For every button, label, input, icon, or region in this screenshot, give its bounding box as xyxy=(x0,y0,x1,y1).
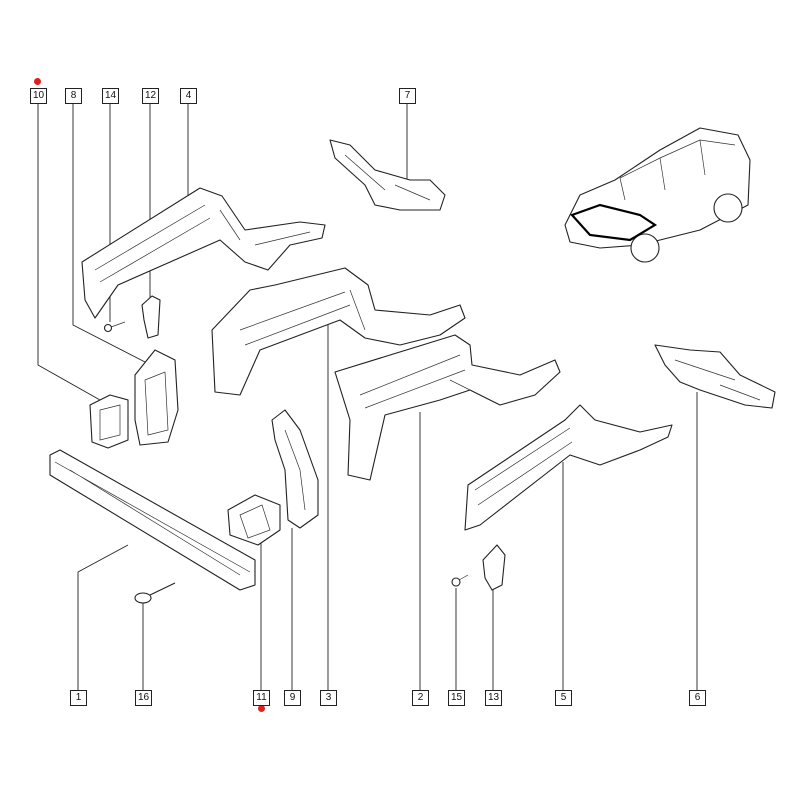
callout-16[interactable]: 16 xyxy=(135,690,152,706)
part-2-side-member xyxy=(334,334,561,481)
callout-14[interactable]: 14 xyxy=(102,88,119,104)
leader-10 xyxy=(37,103,101,401)
leader-8 xyxy=(72,103,146,363)
part-1-bumper-beam xyxy=(49,449,256,591)
callout-7[interactable]: 7 xyxy=(399,88,416,104)
part-9-bracket xyxy=(271,409,319,529)
callout-6[interactable]: 6 xyxy=(689,690,706,706)
callout-11[interactable]: 11 xyxy=(253,690,270,706)
callout-9[interactable]: 9 xyxy=(284,690,301,706)
part-10-bracket xyxy=(89,394,129,449)
part-14-screw xyxy=(103,321,126,333)
leader-lines xyxy=(37,103,698,690)
part-13-clip xyxy=(482,544,506,591)
part-16-tow-hook xyxy=(134,582,176,604)
part-11-crash-box xyxy=(227,494,281,546)
part-15-screw xyxy=(451,574,469,587)
callout-15[interactable]: 15 xyxy=(448,690,465,706)
part-3-side-member xyxy=(211,267,466,396)
callout-12[interactable]: 12 xyxy=(142,88,159,104)
callout-13[interactable]: 13 xyxy=(485,690,502,706)
callout-3[interactable]: 3 xyxy=(320,690,337,706)
callout-8[interactable]: 8 xyxy=(65,88,82,104)
part-7-bracket xyxy=(329,139,446,211)
callout-10[interactable]: 10 xyxy=(30,88,47,104)
red-marker-bottom xyxy=(258,705,265,712)
part-6-bracket xyxy=(654,344,776,409)
red-marker-top xyxy=(34,78,41,85)
part-8-bracket xyxy=(134,349,179,446)
leader-1 xyxy=(77,544,129,690)
callout-1[interactable]: 1 xyxy=(70,690,87,706)
part-5-rail xyxy=(464,404,673,531)
part-4-upper-rail xyxy=(81,187,326,319)
callout-4[interactable]: 4 xyxy=(180,88,197,104)
callout-2[interactable]: 2 xyxy=(412,690,429,706)
callout-5[interactable]: 5 xyxy=(555,690,572,706)
part-12-clip xyxy=(141,295,161,339)
vehicle-illustration xyxy=(564,127,751,263)
